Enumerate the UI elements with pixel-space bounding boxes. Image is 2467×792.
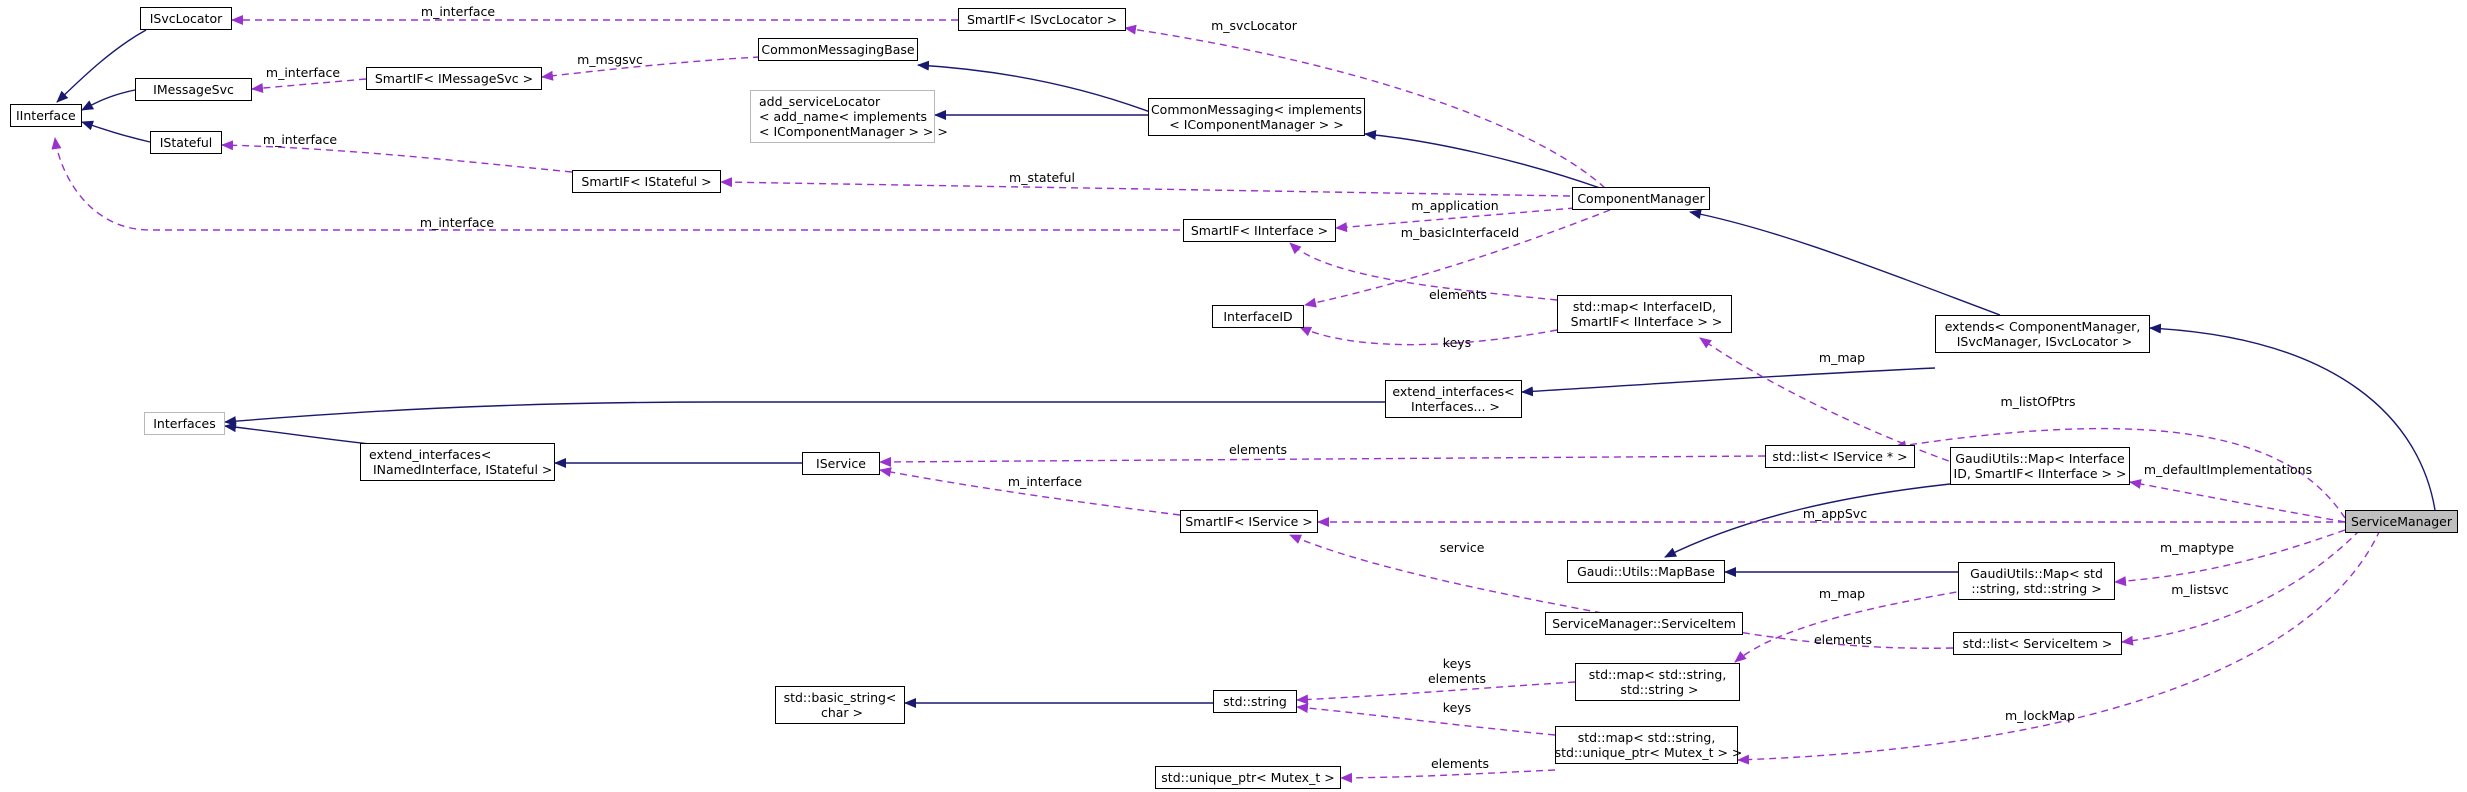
label-keys-1: keys (1442, 335, 1472, 350)
node-extend-interfaces-named[interactable]: extend_interfaces< INamedInterface, ISta… (360, 443, 555, 481)
label-m-defaultimplementations: m_defaultImplementations (2143, 462, 2313, 477)
edge-servicemanager-extends (2149, 323, 2436, 511)
node-smartif-iservice[interactable]: SmartIF< IService > (1180, 510, 1318, 533)
edge-mapstringmutex-stdstring (1296, 703, 1556, 736)
edge-servicemanager-listserviceitem (2121, 529, 2361, 646)
node-common-messaging-base[interactable]: CommonMessagingBase (758, 38, 918, 61)
label-m-svclocator: m_svcLocator (1211, 18, 1297, 33)
edge-smartifstateful-istateful (221, 140, 573, 173)
edge-mapstringmutex-uniqueptr (1340, 769, 1556, 783)
node-list-iservice-ptr[interactable]: std::list< IService * > (1765, 445, 1915, 468)
label-elements-3: elements (1813, 632, 1873, 647)
node-smartif-iinterface[interactable]: SmartIF< IInterface > (1183, 219, 1336, 242)
node-interfaces[interactable]: Interfaces (144, 412, 225, 435)
label-m-interface-1: m_interface (420, 4, 496, 19)
node-extend-interfaces-var[interactable]: extend_interfaces< Interfaces... > (1385, 380, 1522, 418)
node-istateful[interactable]: IStateful (150, 131, 222, 154)
edge-mapinterface-interfaceid (1299, 326, 1558, 346)
edge-gaudimap-mapinterface (1699, 337, 1961, 466)
label-elements-1: elements (1428, 287, 1488, 302)
edge-compmgr-interfaceid (1304, 209, 1611, 308)
node-service-manager[interactable]: ServiceManager (2345, 510, 2458, 533)
node-imessagesvc[interactable]: IMessageSvc (135, 78, 252, 101)
edge-gaudimapstring-mapstringstring (1734, 587, 1981, 663)
edge-listiservice-iservice (879, 455, 1766, 467)
edge-cmbase-smartifimsg (541, 56, 761, 81)
label-m-interface-2: m_interface (265, 65, 341, 80)
label-m-listofptrs: m_listOfPtrs (2000, 394, 2076, 409)
edge-smartifimsg-imessagesvc (251, 78, 367, 94)
edge-istateful-iinterface (81, 120, 151, 143)
edge-servicemanager-mapstringmutex (1737, 529, 2381, 765)
node-add-service-locator[interactable]: add_serviceLocator < add_name< implement… (750, 90, 948, 143)
node-isvclocator[interactable]: ISvcLocator (140, 7, 232, 30)
edge-servicemanager-listiservice (1894, 427, 2346, 519)
node-common-messaging[interactable]: CommonMessaging< implements < IComponent… (1148, 98, 1365, 136)
edge-compmgr-smartifstateful (720, 177, 1571, 197)
label-elements-2: elements (1228, 442, 1288, 457)
edge-mapstringstring-stdstring (1296, 681, 1576, 705)
edge-servicemanager-gaudimap (2129, 479, 2346, 523)
label-m-map-1: m_map (1818, 350, 1866, 365)
node-map-interfaceid[interactable]: std::map< InterfaceID, SmartIF< IInterfa… (1557, 295, 1732, 333)
edge-compmgr-cm (1364, 130, 1601, 189)
label-m-interface-3: m_interface (262, 132, 338, 147)
edge-extends-compmgr (1689, 209, 2001, 316)
node-smartif-imessagesvc[interactable]: SmartIF< IMessageSvc > (366, 67, 542, 90)
label-m-application: m_application (1411, 198, 1499, 213)
label-m-listsvc: m_listsvc (2171, 582, 2229, 597)
label-m-basicinterfaceid: m_basicInterfaceId (1400, 225, 1520, 240)
node-basic-string[interactable]: std::basic_string< char > (775, 686, 905, 724)
label-m-appsvc: m_appSvc (1802, 506, 1868, 521)
edge-compmgr-smartifiinterface (1335, 207, 1576, 233)
edge-servicemanager-gaudimapstring (2114, 529, 2346, 587)
edge-mapinterface-smartifiinterface (1289, 242, 1558, 301)
edge-smartifiservice-iservice (879, 467, 1181, 516)
edge-isvclocator-iinterface (56, 29, 147, 103)
node-gaudiutils-map-interface[interactable]: GaudiUtils::Map< Interface ID, SmartIF< … (1950, 447, 2130, 485)
edge-compmgr-smartifsvclocator (1124, 24, 1606, 189)
node-iservice[interactable]: IService (802, 452, 880, 475)
node-interface-id[interactable]: InterfaceID (1212, 305, 1304, 328)
edge-imessagesvc-iinterface (81, 89, 136, 111)
edge-cm-cmbase (917, 60, 1159, 116)
edge-extends-extendinterfaces (1521, 367, 1936, 397)
label-keys-3: keys (1442, 700, 1472, 715)
edge-smartifiinterface-iinterface (51, 137, 1180, 231)
node-std-string[interactable]: std::string (1213, 690, 1297, 713)
node-map-string-mutex[interactable]: std::map< std::string, std::unique_ptr< … (1555, 726, 1742, 764)
label-elements-5: elements (1430, 756, 1490, 771)
label-elements-4: elements (1427, 671, 1487, 686)
label-service: service (1439, 540, 1485, 555)
label-m-msgsvc: m_msgsvc (577, 52, 643, 67)
node-component-manager[interactable]: ComponentManager (1572, 187, 1710, 210)
node-extends-cm[interactable]: extends< ComponentManager, ISvcManager, … (1935, 315, 2150, 353)
edge-serviceitem-smartifiservice (1289, 534, 1603, 614)
edge-extendinterfaces-interfaces (224, 401, 1385, 427)
node-iinterface[interactable]: IInterface (10, 104, 82, 127)
node-gaudi-utils-mapbase[interactable]: Gaudi::Utils::MapBase (1567, 560, 1725, 583)
edge-gaudimap-mapbase (1664, 483, 1951, 558)
label-m-lockmap: m_lockMap (2004, 708, 2076, 723)
node-gaudiutils-map-string[interactable]: GaudiUtils::Map< std ::string, std::stri… (1958, 562, 2115, 600)
edge-extendnamed-interfaces (224, 422, 381, 446)
node-map-string-string[interactable]: std::map< std::string, std::string > (1575, 663, 1740, 701)
node-smartif-isvclocator[interactable]: SmartIF< ISvcLocator > (958, 8, 1126, 31)
label-keys-2: keys (1442, 656, 1472, 671)
node-unique-ptr-mutex[interactable]: std::unique_ptr< Mutex_t > (1155, 766, 1341, 789)
label-m-interface-4: m_interface (419, 215, 495, 230)
label-m-map-2: m_map (1818, 586, 1866, 601)
node-smartif-istateful[interactable]: SmartIF< IStateful > (572, 170, 721, 193)
label-m-maptype: m_maptype (2159, 540, 2235, 555)
label-m-stateful: m_stateful (1009, 170, 1075, 185)
node-list-service-item[interactable]: std::list< ServiceItem > (1953, 632, 2122, 655)
node-service-item[interactable]: ServiceManager::ServiceItem (1545, 612, 1743, 635)
label-m-interface-5: m_interface (1007, 474, 1083, 489)
